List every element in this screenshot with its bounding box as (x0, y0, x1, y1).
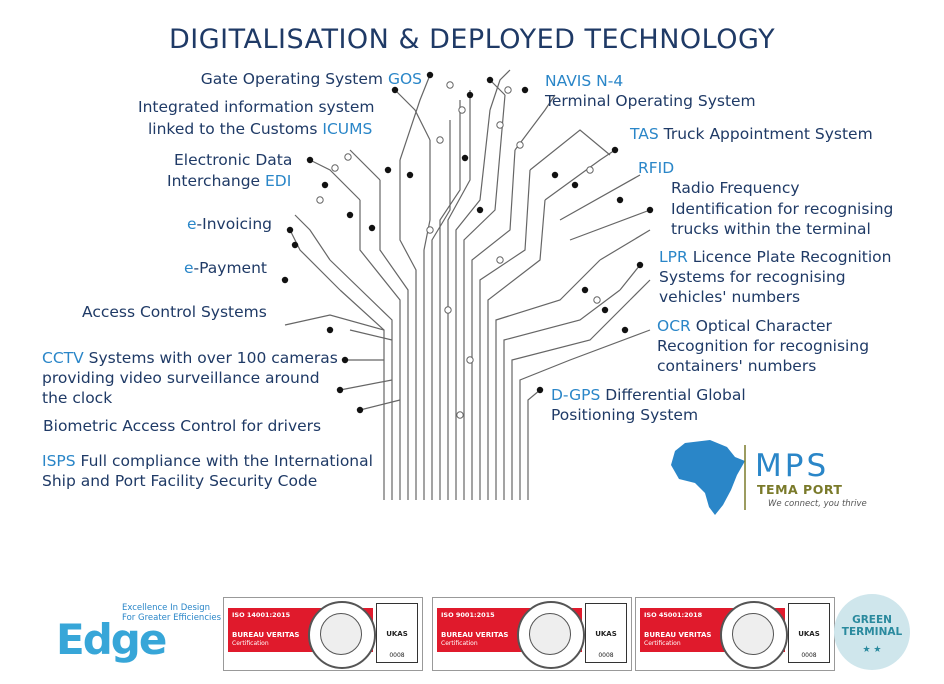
label-gos: Gate Operating System GOS (200, 70, 422, 88)
mps-tagline: We connect, you thrive (768, 499, 867, 509)
label-edi-line2: Interchange EDI (167, 172, 292, 190)
mps-logo-text: MPS (755, 448, 830, 484)
label-icums-line2: linked to the Customs ICUMS (148, 120, 373, 138)
mps-logo-subtitle: TEMA PORT (757, 482, 843, 497)
edge-logo: Edge (56, 615, 167, 664)
label-lpr-line1: LPR Licence Plate Recognition (659, 248, 892, 266)
label-navis-line2: Terminal Operating System (545, 92, 756, 110)
label-cctv-line3: the clock (42, 389, 113, 407)
label-biometric: Biometric Access Control for drivers (43, 417, 322, 435)
label-ocr-line3: containers' numbers (657, 357, 817, 375)
cert-iso-9001: ISO 9001:2015 BUREAU VERITAS Certificati… (432, 597, 632, 671)
label-navis-line1: NAVIS N-4 (545, 72, 624, 90)
label-rfid-line3: Identification for recognising (671, 200, 894, 218)
label-isps-line1: ISPS Full compliance with the Internatio… (42, 452, 373, 470)
label-rfid-line2: Radio Frequency (671, 179, 800, 197)
label-lpr-line3: vehicles' numbers (659, 288, 801, 306)
label-rfid-line4: trucks within the terminal (671, 220, 871, 238)
label-dgps-line2: Positioning System (551, 406, 699, 424)
bureau-veritas-seal-icon (720, 601, 788, 669)
label-e-payment: e-Payment (184, 259, 267, 277)
label-cctv-line2: providing video surveillance around (42, 369, 320, 387)
label-e-invoicing: e-Invoicing (187, 215, 272, 233)
label-dgps-line1: D-GPS Differential Global (551, 386, 746, 404)
label-icums-line1: Integrated information system (138, 98, 375, 116)
cert-iso-14001: ISO 14001:2015 BUREAU VERITAS Certificat… (223, 597, 423, 671)
bureau-veritas-seal-icon (517, 601, 585, 669)
label-access-control: Access Control Systems (82, 303, 267, 321)
label-ocr-line1: OCR Optical Character (657, 317, 832, 335)
label-rfid: RFID (638, 159, 675, 177)
green-terminal-stars: ★ ★ (862, 645, 882, 655)
africa-map-icon (671, 440, 746, 515)
bureau-veritas-seal-icon (308, 601, 376, 669)
label-edi-line1: Electronic Data (174, 151, 293, 169)
page-title: DIGITALISATION & DEPLOYED TECHNOLOGY (168, 24, 776, 55)
green-terminal-badge (834, 594, 910, 670)
label-lpr-line2: Systems for recognising (659, 268, 846, 286)
cert-iso-45001: ISO 45001:2018 BUREAU VERITAS Certificat… (635, 597, 835, 671)
label-ocr-line2: Recognition for recognising (657, 337, 870, 355)
label-cctv-line1: CCTV Systems with over 100 cameras (42, 349, 338, 367)
label-tas: TAS Truck Appointment System (630, 125, 873, 143)
label-isps-line2: Ship and Port Facility Security Code (42, 472, 318, 490)
